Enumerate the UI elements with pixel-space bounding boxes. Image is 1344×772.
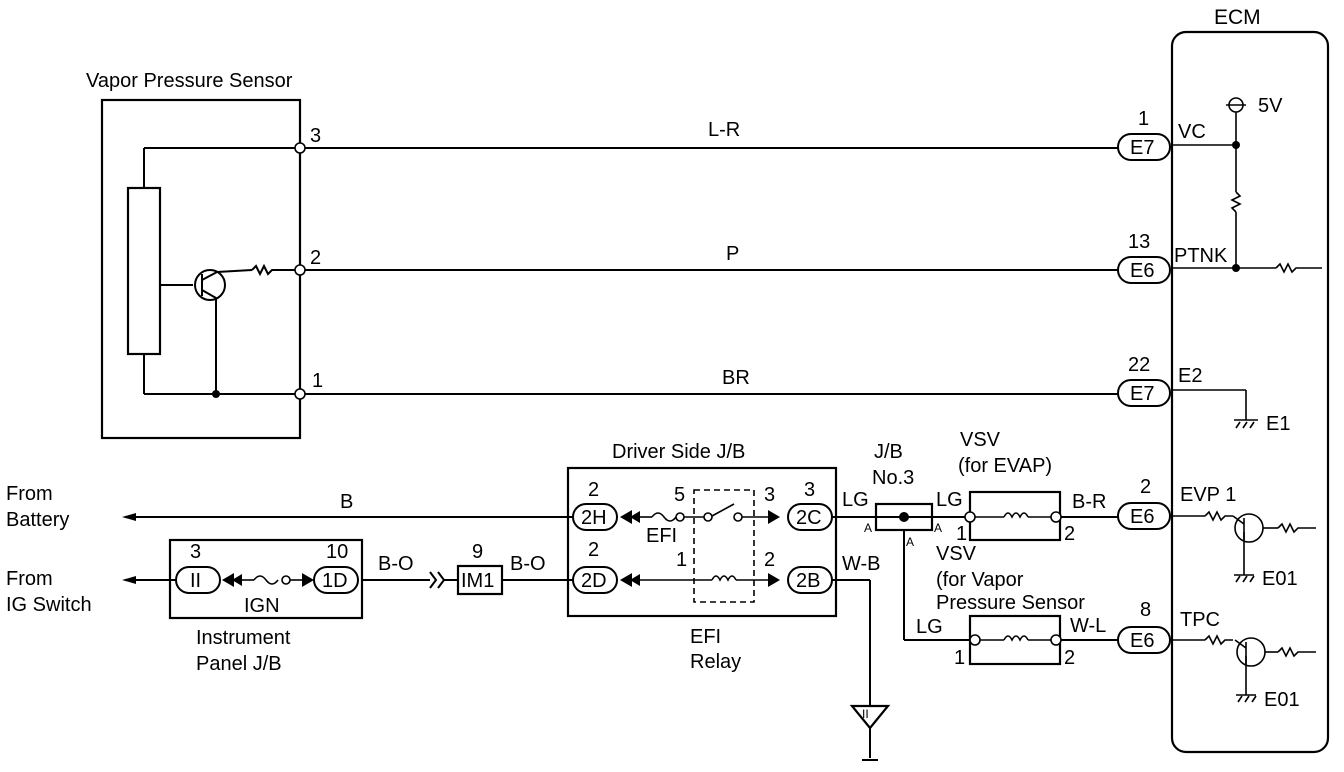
ecm-tpc-label: TPC bbox=[1180, 609, 1220, 631]
connector-e6-evp: E6 2 bbox=[1117, 476, 1171, 530]
ecm-e01-bottom-label: E01 bbox=[1264, 689, 1300, 711]
svg-text:E6: E6 bbox=[1130, 506, 1154, 528]
wire-br-evap-label: B-R bbox=[1072, 491, 1106, 513]
wire-lg-lower-label: LG bbox=[916, 616, 943, 638]
vsv-vapor-sensor: VSV (for Vapor Pressure Sensor 1 2 W-L bbox=[936, 543, 1118, 669]
vsv-vps-label-3: Pressure Sensor bbox=[936, 592, 1085, 614]
wire-wb-label: W-B bbox=[842, 553, 881, 575]
svg-text:E6: E6 bbox=[1130, 260, 1154, 282]
ecm-vc-label: VC bbox=[1178, 121, 1206, 143]
battery-label-2: Battery bbox=[6, 509, 69, 531]
jb3-label-1: J/B bbox=[874, 441, 903, 463]
connector-2d: 2D bbox=[581, 570, 607, 592]
pin-2c: 3 bbox=[804, 479, 815, 501]
connector-2h: 2H bbox=[581, 507, 607, 529]
wire-br-label: BR bbox=[722, 367, 750, 389]
ecm-e01-top-label: E01 bbox=[1262, 568, 1298, 590]
wire-wl-label: W-L bbox=[1070, 615, 1106, 637]
wb-ground: II W-B bbox=[832, 553, 891, 761]
sensor-pin-2: 2 bbox=[310, 247, 321, 269]
sensor-pin-3: 3 bbox=[310, 125, 321, 147]
relay-pin-1: 1 bbox=[676, 549, 687, 571]
ig-to-efi-wires: IM1 9 B-O B-O bbox=[362, 541, 573, 596]
vsv-evap: VSV (for EVAP) 1 2 B-R bbox=[956, 429, 1118, 545]
wire-bo-2-label: B-O bbox=[510, 553, 546, 575]
jb3-pin-a2: A bbox=[934, 521, 942, 535]
ecm-e2-label: E2 bbox=[1178, 365, 1202, 387]
pin-2d: 2 bbox=[588, 539, 599, 561]
vsv-vps-pin-2: 2 bbox=[1064, 647, 1075, 669]
vsv-vps-label-2: (for Vapor bbox=[936, 569, 1024, 591]
pin-e6-tpc: 8 bbox=[1140, 599, 1151, 621]
ign-fuse-label: IGN bbox=[244, 595, 280, 617]
battery-feed: From Battery B bbox=[6, 483, 573, 531]
wire-p-label: P bbox=[726, 243, 739, 265]
vsv-vps-label-1: VSV bbox=[936, 543, 977, 565]
battery-label-1: From bbox=[6, 483, 53, 505]
ecm-block: ECM 5V VC PTNK E2 E1 EVP 1 bbox=[1170, 6, 1330, 754]
efi-relay-label-1: EFI bbox=[690, 626, 721, 648]
vapor-sensor-title: Vapor Pressure Sensor bbox=[86, 70, 293, 92]
wire-b-label: B bbox=[340, 491, 353, 513]
jb3-pin-a3: A bbox=[906, 535, 914, 549]
connector-1d: 1D bbox=[322, 570, 348, 592]
ig-label-1: From bbox=[6, 568, 53, 590]
instrument-panel-jb: From IG Switch II 3 1D 10 IGN Instrument… bbox=[6, 538, 364, 675]
relay-pin-5: 5 bbox=[674, 484, 685, 506]
instr-jb-label-2: Panel J/B bbox=[196, 653, 282, 675]
pin-1d: 10 bbox=[326, 541, 348, 563]
vsv-evap-label-1: VSV bbox=[960, 429, 1001, 451]
relay-pin-3: 3 bbox=[764, 484, 775, 506]
pin-e6-evp: 2 bbox=[1140, 476, 1151, 498]
pin-im1: 9 bbox=[472, 541, 483, 563]
connector-e7-vc: E7 1 bbox=[1117, 108, 1171, 161]
wire-lr-label: L-R bbox=[708, 119, 740, 141]
ground-label: II bbox=[862, 707, 869, 721]
wire-lg-left-label: LG bbox=[842, 489, 869, 511]
wire-lg-right-label: LG bbox=[936, 489, 963, 511]
pin-2h: 2 bbox=[588, 479, 599, 501]
vsv-evap-pin-2: 2 bbox=[1064, 523, 1075, 545]
relay-pin-2: 2 bbox=[764, 549, 775, 571]
driver-side-jb: Driver Side J/B 2H 2 2D 2 2C 3 2B 5 EFI … bbox=[566, 441, 838, 673]
instr-jb-label-1: Instrument bbox=[196, 627, 291, 649]
ig-label-2: IG Switch bbox=[6, 594, 92, 616]
connector-e6-ptnk: E6 13 bbox=[1117, 231, 1171, 284]
connector-e6-tpc: E6 8 bbox=[1117, 599, 1171, 654]
svg-text:E7: E7 bbox=[1130, 137, 1154, 159]
pin-e7-e2: 22 bbox=[1128, 354, 1150, 376]
connector-2c: 2C bbox=[796, 507, 822, 529]
ecm-ptnk-label: PTNK bbox=[1174, 245, 1228, 267]
vapor-pressure-sensor: Vapor Pressure Sensor 3 2 1 bbox=[86, 70, 323, 440]
ecm-evp-label: EVP 1 bbox=[1180, 484, 1236, 506]
connector-2b: 2B bbox=[796, 570, 820, 592]
jb3-label-2: No.3 bbox=[872, 467, 914, 489]
vsv-evap-label-2: (for EVAP) bbox=[958, 455, 1052, 477]
ecm-e1-label: E1 bbox=[1266, 413, 1290, 435]
wire-bo-1-label: B-O bbox=[378, 553, 414, 575]
efi-relay-label-2: Relay bbox=[690, 651, 741, 673]
svg-text:E6: E6 bbox=[1130, 630, 1154, 652]
driver-jb-title: Driver Side J/B bbox=[612, 441, 745, 463]
efi-fuse-label: EFI bbox=[646, 525, 677, 547]
pin-ii: 3 bbox=[190, 541, 201, 563]
sensor-pin-1: 1 bbox=[312, 370, 323, 392]
connector-im1: IM1 bbox=[461, 570, 494, 592]
vsv-vps-pin-1: 1 bbox=[954, 647, 965, 669]
ecm-title: ECM bbox=[1214, 6, 1261, 29]
pin-e7-vc: 1 bbox=[1138, 108, 1149, 130]
sensor-ecm-wires: L-R P BR bbox=[305, 119, 1118, 395]
connector-e7-e2: E7 22 bbox=[1117, 354, 1171, 407]
pin-e6-ptnk: 13 bbox=[1128, 231, 1150, 253]
jb3-pin-a1: A bbox=[864, 521, 872, 535]
vsv-evap-pin-1: 1 bbox=[956, 523, 967, 545]
jb-no3: J/B No.3 A A A LG LG LG bbox=[832, 441, 970, 641]
ecm-5v-label: 5V bbox=[1258, 95, 1283, 117]
svg-text:E7: E7 bbox=[1130, 383, 1154, 405]
connector-ii: II bbox=[190, 570, 201, 592]
